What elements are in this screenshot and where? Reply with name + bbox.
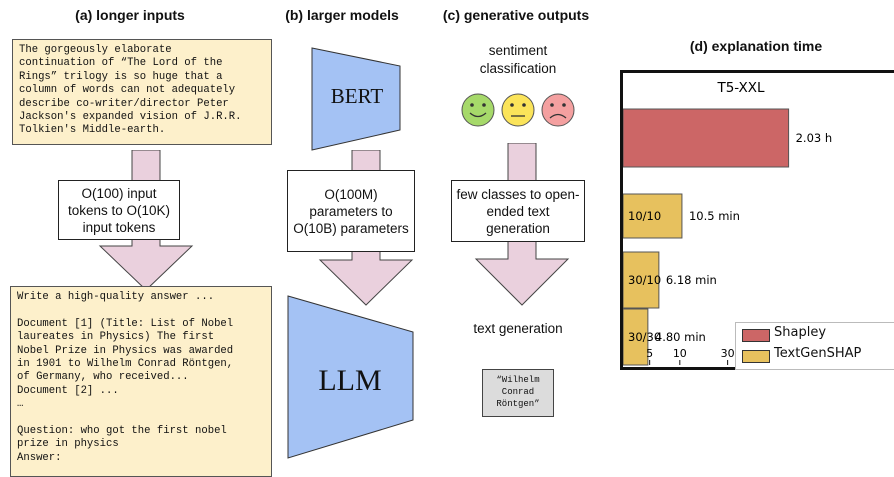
panel-c-title: (c) generative outputs bbox=[442, 7, 590, 23]
bar-category-label: 30/10 bbox=[628, 273, 661, 287]
bar-value-label: 2.03 h bbox=[796, 131, 833, 145]
generated-output-box: “Wilhelm Conrad Röntgen” bbox=[482, 369, 554, 417]
sentiment-classification-label: sentiment classification bbox=[479, 43, 557, 76]
sad-face-icon bbox=[541, 93, 575, 127]
panel-d-title: (d) explanation time bbox=[689, 38, 823, 54]
bar-textgenshap-30-10 bbox=[623, 251, 660, 309]
long-input-text: Write a high-quality answer ... Document… bbox=[10, 286, 272, 477]
x-tick-label: 5 bbox=[646, 347, 653, 360]
panel-b-title: (b) larger models bbox=[285, 7, 399, 23]
bar-value-label: 10.5 min bbox=[689, 209, 740, 223]
bar-value-label: 4.80 min bbox=[655, 330, 706, 344]
legend-swatch-shapley bbox=[742, 329, 770, 342]
chart-title: T5-XXL bbox=[716, 80, 765, 96]
text-generation-label: text generation bbox=[473, 321, 563, 336]
neutral-face-icon bbox=[501, 93, 535, 127]
bert-label: BERT bbox=[330, 84, 384, 108]
model-size-callout: O(100M) parameters to O(10B) parameters bbox=[287, 170, 415, 252]
chart-legend: Shapley TextGenSHAP bbox=[735, 322, 894, 370]
bar-value-label: 6.18 min bbox=[666, 273, 717, 287]
bar-textgenshap-30-30 bbox=[623, 308, 649, 366]
llm-label: LLM bbox=[318, 364, 382, 397]
bert-model-shape bbox=[311, 47, 401, 151]
explanation-time-chart: T5-XXL 2.03 h 10/10 10.5 min 30/10 6.18 min 3… bbox=[623, 80, 833, 366]
panel-a-title: (a) longer inputs bbox=[75, 7, 185, 23]
x-tick-label: 10 bbox=[673, 347, 687, 360]
happy-face-icon bbox=[461, 93, 495, 127]
legend-label-textgenshap: TextGenSHAP bbox=[774, 346, 862, 361]
short-input-text: The gorgeously elaborate continuation of… bbox=[12, 39, 272, 145]
input-length-callout: O(100) input tokens to O(10K) input toke… bbox=[58, 180, 180, 240]
x-tick-label: 30 bbox=[721, 347, 735, 360]
bar-textgenshap-10-10 bbox=[623, 193, 683, 239]
legend-label-shapley: Shapley bbox=[774, 325, 827, 340]
legend-swatch-textgenshap bbox=[742, 350, 770, 363]
bar-category-label: 10/10 bbox=[628, 209, 661, 223]
llm-model-shape bbox=[287, 295, 414, 459]
sentiment-faces bbox=[461, 93, 575, 127]
bar-shapley bbox=[623, 108, 790, 168]
output-type-callout: few classes to open-ended text generatio… bbox=[451, 180, 585, 242]
bar-category-label: 30/30 bbox=[628, 330, 661, 344]
